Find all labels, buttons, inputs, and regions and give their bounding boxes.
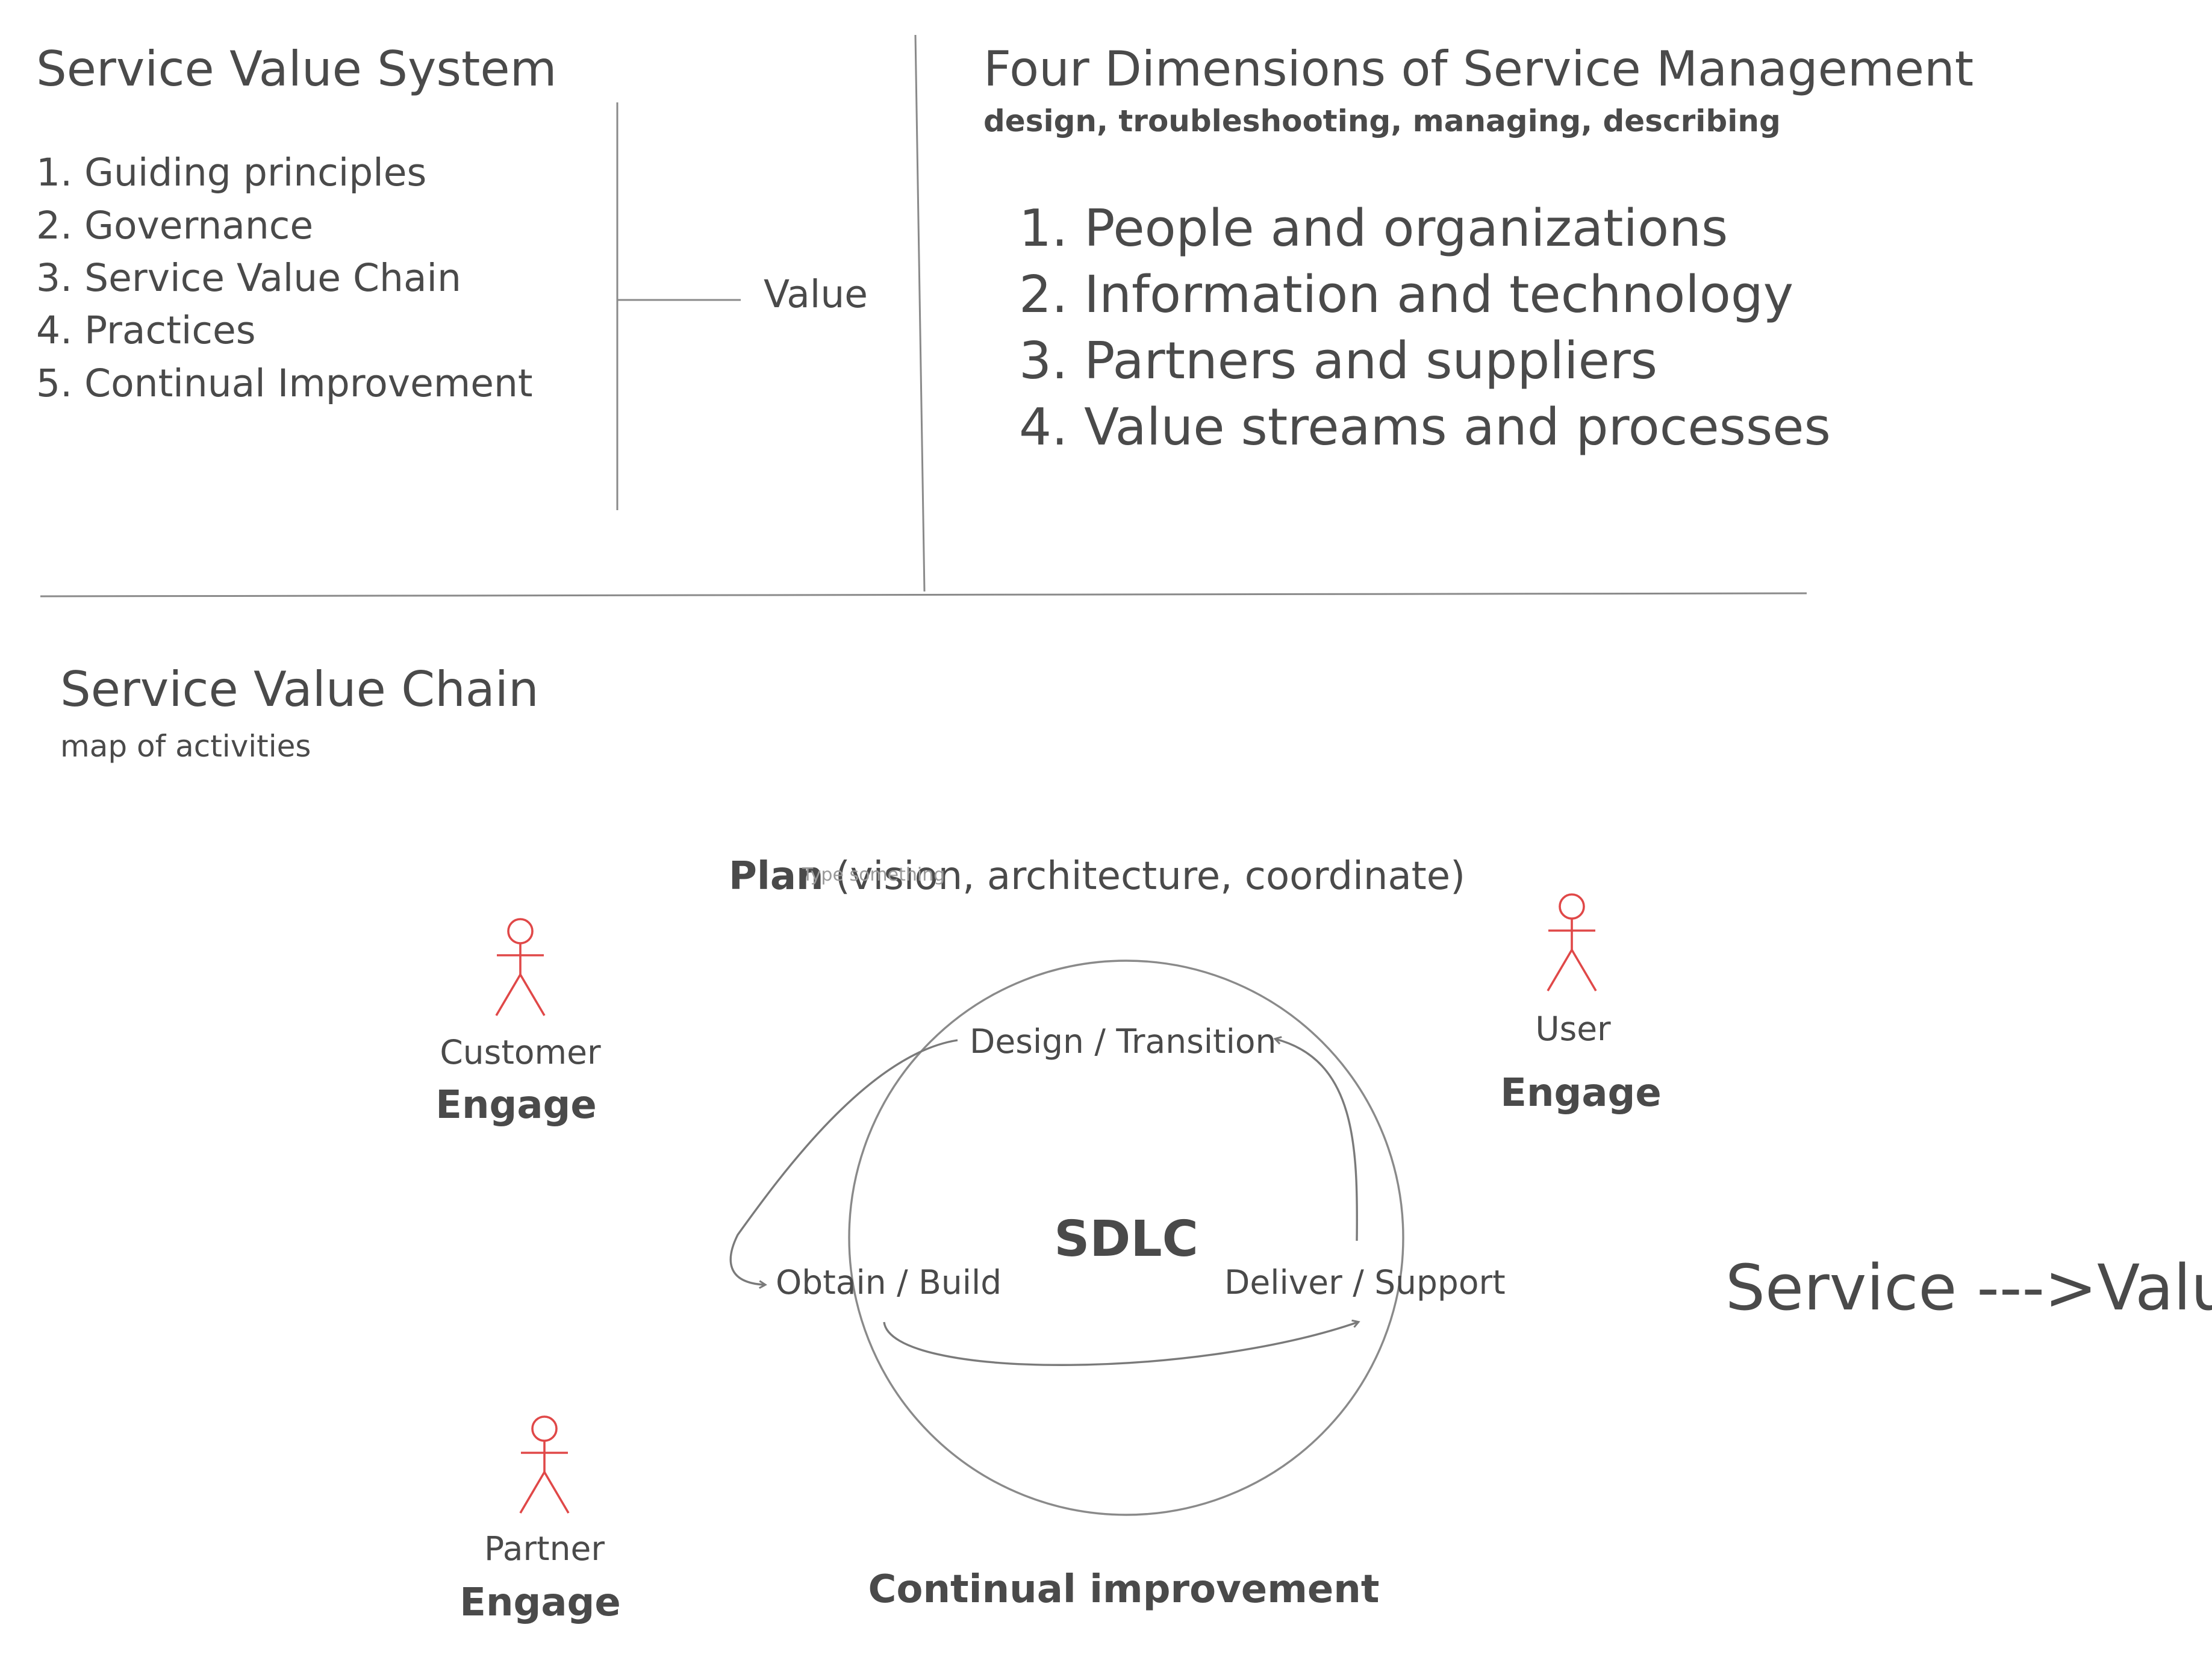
customer-role-label: Customer [440, 1033, 601, 1072]
customer-actor-icon [495, 918, 546, 1016]
partner-role-label: Partner [484, 1529, 605, 1568]
sdlc-circle [848, 959, 1404, 1516]
service-value-chain-title: Service Value Chain [60, 661, 539, 717]
deliver-support-label: Deliver / Support [1224, 1263, 1506, 1302]
user-engage-label: Engage [1500, 1071, 1662, 1115]
service-value-tagline: Service --->Value [1725, 1251, 2212, 1324]
customer-engage-label: Engage [435, 1083, 597, 1128]
value-label: Value [764, 272, 868, 316]
user-actor-icon [1547, 893, 1597, 991]
partner-engage-label: Engage [460, 1580, 621, 1625]
svs-item-1: 1. Guiding principles [36, 151, 426, 195]
obtain-to-deliver-arrow [883, 1322, 1358, 1366]
sdlc-label: SDLC [1054, 1211, 1198, 1268]
plan-placeholder: Type something [802, 864, 945, 885]
user-role-label: User [1535, 1009, 1611, 1048]
continual-improvement-label: Continual improvement [868, 1567, 1380, 1612]
dimension-item-1: 1. People and organizations [1019, 199, 1728, 258]
obtain-build-label: Obtain / Build [776, 1263, 1002, 1302]
design-transition-label: Design / Transition [970, 1022, 1276, 1061]
svs-item-2: 2. Governance [36, 204, 313, 248]
svs-item-5: 5. Continual Improvement [36, 361, 533, 405]
plan-label: Plan [729, 854, 824, 899]
dimension-item-2: 2. Information and technology [1019, 265, 1793, 325]
dimension-item-4: 4. Value streams and processes [1019, 398, 1831, 457]
horizontal-divider [40, 592, 1807, 597]
vertical-divider [914, 34, 926, 592]
dimension-item-3: 3. Partners and suppliers [1019, 331, 1657, 391]
four-dimensions-subtitle: design, troubleshooting, managing, descr… [983, 104, 1781, 139]
service-value-system-title: Service Value System [36, 41, 557, 97]
deliver-to-design-arrow [1276, 1039, 1358, 1241]
plan-line: Plan (vision, architecture, coordinate) [729, 854, 1465, 899]
plan-detail: (vision, architecture, coordinate) [835, 854, 1465, 899]
service-value-chain-subtitle: map of activities [60, 729, 311, 764]
svs-item-4: 4. Practices [36, 308, 256, 352]
four-dimensions-title: Four Dimensions of Service Management [983, 41, 1974, 97]
design-to-obtain-arrow [729, 1039, 958, 1285]
svs-item-3: 3. Service Value Chain [36, 256, 461, 300]
partner-actor-icon [519, 1415, 570, 1514]
